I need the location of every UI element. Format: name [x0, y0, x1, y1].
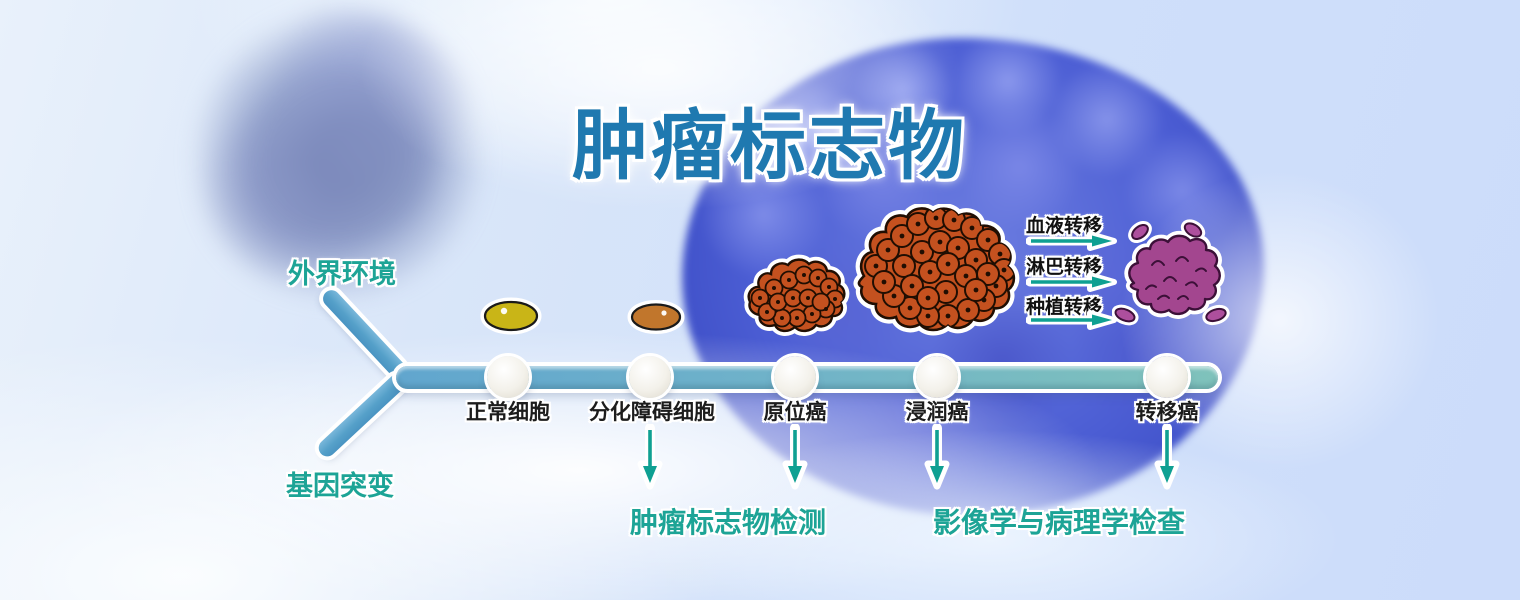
stage-label-normal: 正常细胞: [466, 400, 550, 424]
down-arrow-icon: [637, 424, 663, 490]
metastasis-route-label-blood: 血液转移: [1026, 215, 1103, 237]
invasive-carcinoma-illustration: [853, 204, 1020, 336]
metastasis-route-label-seeding: 种植转移: [1026, 296, 1103, 318]
down-arrow-icon: [924, 424, 950, 490]
right-arrow-icon: [1026, 272, 1117, 292]
label-external-environment: 外界环境: [288, 259, 396, 290]
metastasis-route-label-lymph: 淋巴转移: [1026, 256, 1103, 278]
timeline-node-metastatic: [1146, 356, 1188, 398]
label-gene-mutation: 基因突变: [286, 471, 394, 502]
metastatic-cell-illustration: [1112, 219, 1230, 326]
stage-label-invasive: 浸润癌: [905, 400, 969, 424]
dysplastic-cell-illustration: [627, 300, 685, 334]
down-arrow-icon: [1154, 424, 1180, 490]
page-title: 肿瘤标志物: [572, 101, 967, 190]
timeline-node-in-situ: [774, 356, 816, 398]
timeline-node-invasive: [916, 356, 958, 398]
right-arrow-icon: [1026, 231, 1117, 251]
right-arrow-icon: [1026, 310, 1117, 330]
timeline-node-dysplastic: [629, 356, 671, 398]
down-arrow-icon: [782, 424, 808, 490]
stage-label-dysplastic: 分化障碍细胞: [589, 400, 715, 424]
annotation-tumor-marker-test: 肿瘤标志物检测: [630, 506, 827, 539]
carcinoma-in-situ-illustration: [743, 254, 850, 336]
timeline-node-normal: [487, 356, 529, 398]
branch-line-gene-mutation: [315, 371, 409, 460]
stage-label-metastatic: 转移癌: [1135, 400, 1199, 424]
annotation-imaging-pathology: 影像学与病理学检查: [933, 506, 1186, 539]
normal-cell-illustration: [480, 297, 542, 335]
stage-label-in-situ: 原位癌: [763, 400, 827, 424]
